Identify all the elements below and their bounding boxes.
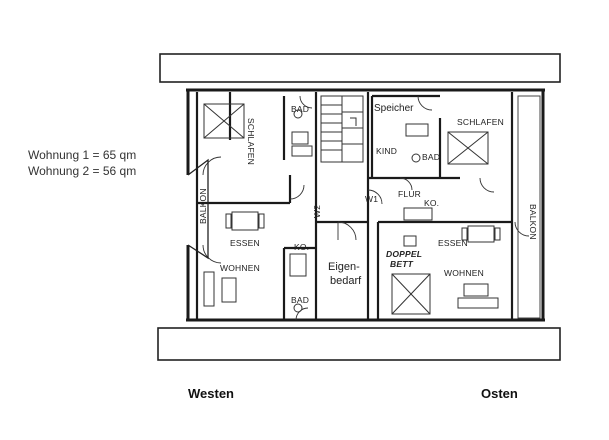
roof-edge-bottom (157, 327, 561, 361)
double-bed (391, 273, 431, 315)
coffee-table-west (221, 277, 237, 303)
toilet-east (411, 153, 421, 163)
sofa-west (203, 271, 215, 307)
room-label-ko-west: KO. (294, 242, 309, 252)
furniture (203, 109, 501, 313)
room-label-ko-ost: KO. (424, 198, 439, 208)
room-label-balkon-west: BALKON (198, 188, 208, 224)
room-label-bad-ost: BAD (422, 152, 440, 162)
tub-west (291, 131, 309, 145)
interior-walls (195, 92, 514, 320)
room-label-schlafen-ost: SCHLAFEN (457, 117, 504, 127)
flat-2-area: Wohnung 2 = 56 qm (28, 164, 137, 178)
room-label-schlafen-west: SCHLAFEN (246, 118, 256, 165)
room-label-eigenbedarf-1: Eigen- (328, 261, 360, 273)
room-label-flur: FLUR (398, 189, 421, 199)
compass-east: Osten (481, 386, 518, 401)
shower-west (291, 145, 313, 157)
room-label-bad-west-bottom: BAD (291, 295, 309, 305)
room-label-wohnen-west: WOHNEN (220, 263, 260, 273)
outer-walls (186, 88, 545, 322)
roof-edge-top (159, 53, 561, 83)
label-w2: W2 (312, 205, 322, 218)
staircase (320, 95, 364, 163)
toilet-west-bottom (293, 303, 303, 313)
flat-1-area: Wohnung 1 = 65 qm (28, 148, 137, 162)
beds (203, 103, 489, 315)
toilet-west-top (293, 109, 303, 119)
room-label-essen-west: ESSEN (230, 238, 260, 248)
room-label-kind: KIND (376, 146, 397, 156)
kitchen-east (403, 207, 433, 221)
bed-east (447, 131, 489, 165)
table-east (467, 225, 495, 243)
tub-east (405, 123, 429, 137)
balcony-west-recess (187, 158, 209, 260)
label-w1: W1 (365, 194, 378, 204)
label-doppelbett-2: BETT (390, 259, 414, 269)
room-label-eigenbedarf-2: bedarf (330, 275, 362, 287)
label-doppelbett-1: DOPPEL (386, 249, 422, 259)
room-label-wohnen-ost: WOHNEN (444, 268, 484, 278)
coffee-table-east (463, 283, 489, 297)
room-label-essen-ost: ESSEN (438, 238, 468, 248)
kitchen-west (289, 253, 307, 277)
bed-west (203, 103, 245, 139)
sofa-east (457, 297, 499, 309)
balcony-east (517, 95, 541, 319)
room-label-balkon-ost: BALKON (528, 204, 538, 240)
table-west (231, 211, 259, 231)
room-label-bad-west-top: BAD (291, 104, 309, 114)
room-label-speicher: Speicher (374, 103, 414, 114)
kitchen-east-sink (403, 235, 417, 247)
compass-west: Westen (188, 386, 234, 401)
